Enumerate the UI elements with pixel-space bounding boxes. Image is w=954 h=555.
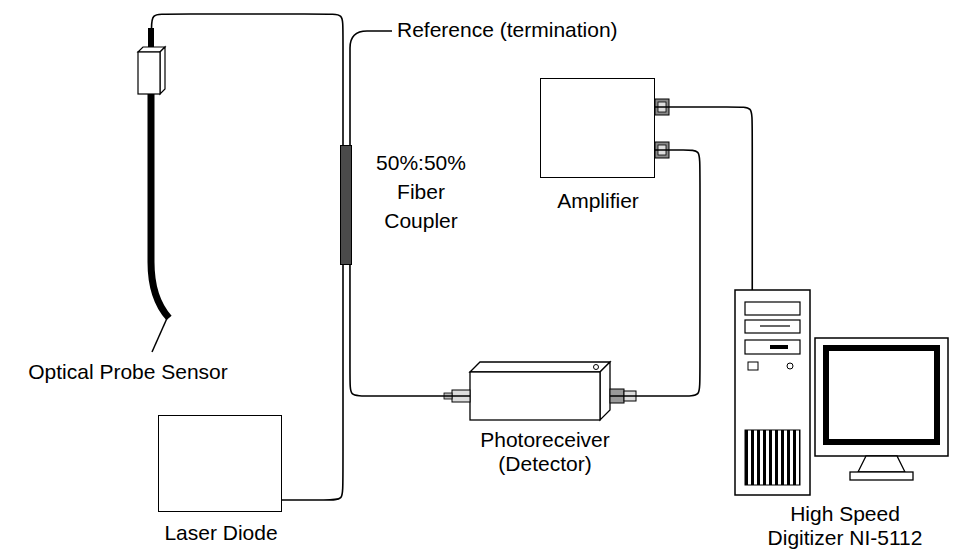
laser-fiber [282,265,343,500]
reference-label: Reference (termination) [397,18,618,42]
computer-tower [735,290,810,495]
computer-monitor [815,338,948,480]
digitizer-computer: High Speed Digitizer NI-5112 [735,290,810,495]
amplifier-ports [655,99,669,158]
label-text: Optical Probe Sensor [28,360,228,383]
label-text: Amplifier [557,189,639,212]
probe-fiber [152,14,344,145]
photoreceiver-device: Photoreceiver (Detector) [470,362,610,420]
node-label: Photoreceiver (Detector) [463,428,628,476]
label-text: Laser Diode [164,521,277,544]
laser-diode-box: Laser Diode [158,415,282,512]
detector-fiber [350,265,470,396]
node-label: Amplifier [523,189,673,213]
label-text: 50%:50% Fiber Coupler [376,151,466,232]
probe-connector: Optical Probe Sensor [138,47,165,94]
fiber-coupler: 50%:50% Fiber Coupler [340,145,352,265]
label-text: Photoreceiver (Detector) [480,428,610,475]
node-label: Laser Diode [146,521,296,545]
label-text: Reference (termination) [397,18,618,41]
label-text: High Speed Digitizer NI-5112 [768,502,923,549]
detector-cable [610,150,700,396]
node-label: Optical Probe Sensor [8,360,248,384]
amplifier-box: Amplifier [540,78,655,178]
node-label: High Speed Digitizer NI-5112 [753,502,938,550]
optical-probe [138,28,169,352]
digitizer-cable [655,107,752,290]
node-label: 50%:50% Fiber Coupler [369,148,473,235]
reference-fiber [350,31,392,145]
photoreceiver-body [444,362,636,420]
